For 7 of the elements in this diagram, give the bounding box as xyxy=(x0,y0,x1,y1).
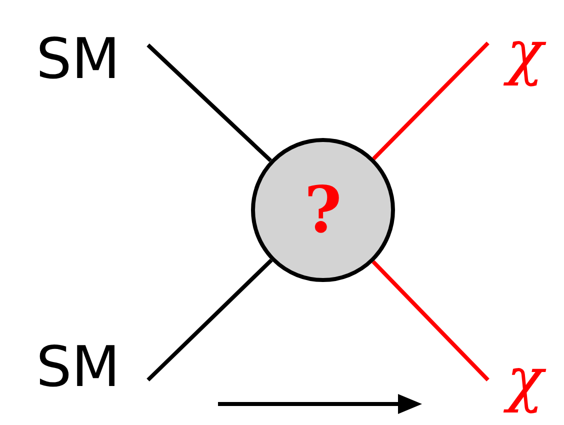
particle-label: SM xyxy=(36,334,120,400)
particle-line xyxy=(146,44,272,162)
question-mark: ? xyxy=(304,172,342,248)
particle-line xyxy=(372,42,490,160)
particle-line xyxy=(146,258,273,382)
particle-label: SM xyxy=(36,26,120,92)
particle-line xyxy=(372,260,490,382)
